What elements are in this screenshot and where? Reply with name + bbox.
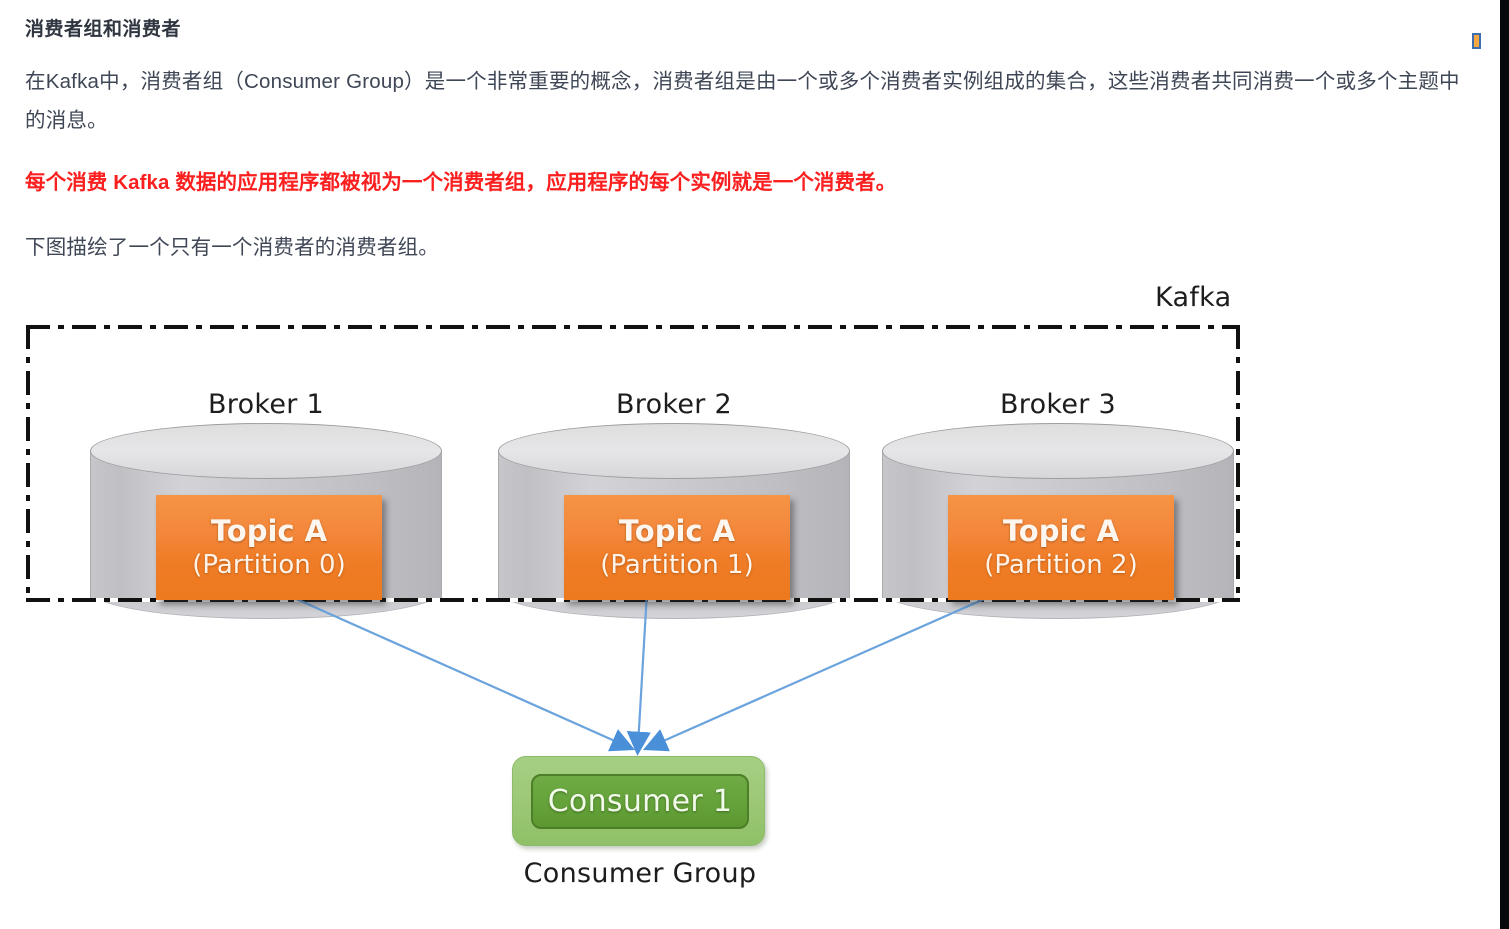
kafka-consumer-group-diagram: Kafka Broker 1 Topic A (Partition 0) Bro… [0, 270, 1500, 910]
topic-partition: (Partition 1) [600, 549, 754, 580]
page-corner-marker-icon [1472, 33, 1481, 49]
broker-3-cylinder-icon: Topic A (Partition 2) [882, 423, 1234, 619]
broker-3-label: Broker 3 [999, 389, 1117, 420]
paragraph-highlight: 每个消费 Kafka 数据的应用程序都被视为一个消费者组，应用程序的每个实例就是… [25, 171, 897, 194]
broker-2: Broker 2 Topic A (Partition 1) [498, 389, 850, 634]
cylinder-top-ellipse [90, 423, 442, 479]
broker-3: Broker 3 Topic A (Partition 2) [882, 389, 1234, 634]
broker-2-label: Broker 2 [615, 389, 733, 420]
page-title: 消费者组和消费者 [25, 19, 182, 40]
cylinder-top-ellipse [498, 423, 850, 479]
topic-title: Topic A [1002, 513, 1120, 548]
topic-partition: (Partition 0) [192, 549, 346, 580]
topic-a-partition-2-box: Topic A (Partition 2) [948, 495, 1174, 600]
topic-partition: (Partition 2) [984, 549, 1138, 580]
broker-1: Broker 1 Topic A (Partition 0) [90, 389, 442, 634]
boundary-left-edge [26, 325, 30, 602]
broker-1-cylinder-icon: Topic A (Partition 0) [90, 423, 442, 619]
cylinder-top-ellipse [882, 423, 1234, 479]
consumer-1-box: Consumer 1 [531, 774, 749, 829]
consumer-group-container: Consumer 1 [512, 756, 765, 846]
consumer-group-caption: Consumer Group [523, 858, 757, 889]
broker-1-label: Broker 1 [207, 389, 325, 420]
paragraph-figure-caption: 下图描绘了一个只有一个消费者的消费者组。 [25, 236, 439, 259]
topic-a-partition-1-box: Topic A (Partition 1) [564, 495, 790, 600]
paragraph-intro: 在Kafka中，消费者组（Consumer Group）是一个非常重要的概念，消… [25, 70, 1460, 132]
boundary-right-edge [1236, 325, 1240, 602]
kafka-cluster-label: Kafka [1155, 282, 1232, 313]
page-right-gutter [1500, 0, 1509, 929]
broker-2-cylinder-icon: Topic A (Partition 1) [498, 423, 850, 619]
topic-a-partition-0-box: Topic A (Partition 0) [156, 495, 382, 600]
topic-title: Topic A [618, 513, 736, 548]
kafka-cluster-boundary: Broker 1 Topic A (Partition 0) Broker 2 … [26, 325, 1240, 619]
consumer-1-label: Consumer 1 [547, 784, 733, 819]
topic-title: Topic A [210, 513, 328, 548]
